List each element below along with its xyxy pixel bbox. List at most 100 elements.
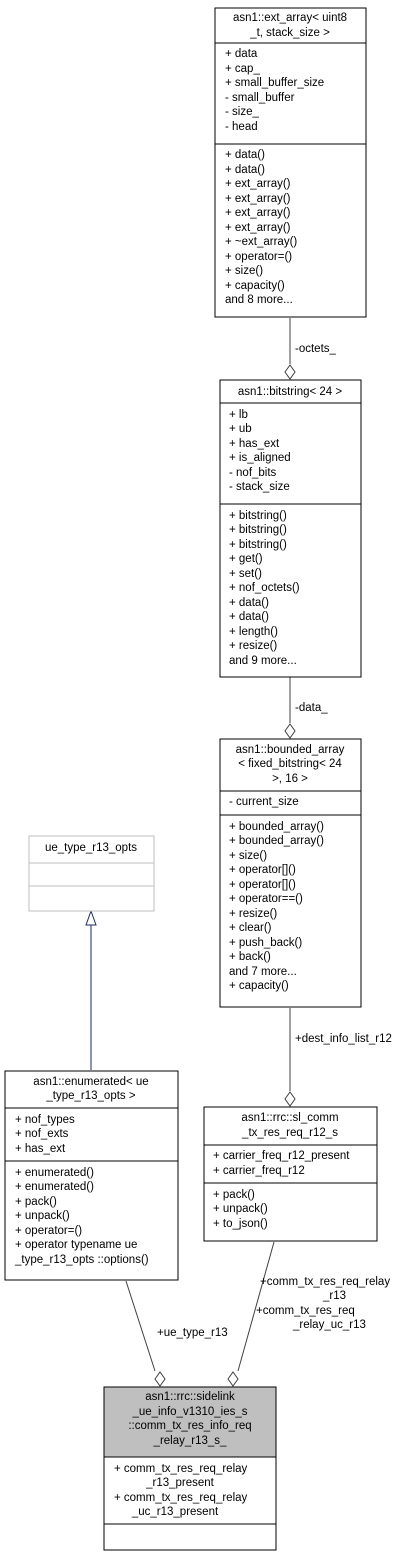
- attribute: _r13_present: [145, 1477, 215, 1489]
- attribute: + cap_: [225, 63, 260, 75]
- composition-diamond: [284, 1091, 296, 1107]
- method: + unpack(): [15, 1210, 70, 1222]
- method: + data(): [225, 149, 265, 161]
- method: + operator[](): [229, 864, 296, 876]
- method: + bitstring(): [229, 510, 287, 522]
- attribute: - small_buffer: [225, 92, 295, 104]
- edge-octets: [284, 318, 296, 380]
- method: + bounded_array(): [229, 821, 324, 833]
- attribute: - nof_bits: [229, 467, 277, 479]
- class-ue-type-r13-opts[interactable]: ue_type_r13_opts: [28, 835, 155, 912]
- method: + size(): [225, 265, 263, 277]
- method: + unpack(): [213, 1203, 268, 1215]
- method: + length(): [229, 626, 278, 638]
- class-title: asn1::bounded_array: [236, 744, 345, 756]
- attribute: + comm_tx_res_req_relay: [114, 1463, 248, 1475]
- class-enumerated[interactable]: asn1::enumerated< ue _type_r13_opts > + …: [4, 1070, 179, 1281]
- method: + operator=(): [225, 251, 292, 263]
- class-bounded-array[interactable]: asn1::bounded_array < fixed_bitstring< 2…: [219, 738, 362, 1008]
- attribute: + nof_exts: [15, 1128, 69, 1140]
- method: + set(): [229, 568, 262, 580]
- class-title: >, 16 >: [272, 773, 308, 785]
- class-title: ::comm_tx_res_info_req: [128, 1420, 251, 1432]
- composition-diamond: [284, 364, 296, 380]
- class-title: asn1::rrc::sidelink: [145, 1391, 235, 1403]
- edge-label-ue-type: +ue_type_r13: [157, 1327, 228, 1339]
- method: and 8 more...: [225, 294, 293, 306]
- method: + operator=(): [15, 1225, 82, 1237]
- method: + ~ext_array(): [225, 236, 297, 248]
- attribute: + carrier_freq_r12: [213, 1165, 305, 1177]
- class-title: < fixed_bitstring< 24: [238, 758, 342, 770]
- method: + resize(): [229, 908, 277, 920]
- class-ext-array[interactable]: asn1::ext_array< uint8 _t, stack_size > …: [214, 7, 367, 318]
- attribute: - current_size: [229, 796, 299, 808]
- attribute: + ub: [229, 423, 252, 435]
- attribute: + lb: [229, 409, 248, 421]
- edge-inheritance: [85, 909, 97, 1070]
- class-title: _relay_r13_s_: [153, 1435, 227, 1447]
- method: + enumerated(): [15, 1181, 94, 1193]
- method: and 7 more...: [229, 966, 297, 978]
- attribute: - head: [225, 121, 258, 133]
- class-title: asn1::enumerated< ue: [33, 1076, 148, 1088]
- method: + pack(): [15, 1196, 57, 1208]
- method: + push_back(): [229, 937, 302, 949]
- class-bitstring[interactable]: asn1::bitstring< 24 > + lb + ub + has_ex…: [219, 379, 362, 678]
- method: + operator==(): [229, 893, 303, 905]
- method: + ext_array(): [225, 222, 291, 234]
- attribute: - size_: [225, 106, 259, 118]
- attribute: _uc_r13_present: [131, 1506, 219, 1518]
- edge-label-comm-relay-4: _relay_uc_r13: [292, 1319, 366, 1331]
- method: + ext_array(): [225, 178, 291, 190]
- method: and 9 more...: [229, 655, 297, 667]
- method: + pack(): [213, 1189, 255, 1201]
- class-title: ue_type_r13_opts: [45, 842, 137, 854]
- composition-diamond: [154, 1371, 166, 1387]
- method: + bounded_array(): [229, 835, 324, 847]
- method: + ext_array(): [225, 207, 291, 219]
- edge-dest-info: [284, 1008, 296, 1107]
- class-title: _ue_info_v1310_ies_s: [131, 1406, 247, 1418]
- method: + get(): [229, 553, 263, 565]
- attribute: + small_buffer_size: [225, 77, 324, 89]
- edge-label-comm-relay-3: +comm_tx_res_req: [256, 1305, 355, 1317]
- class-comm-tx-res-info-req-relay[interactable]: asn1::rrc::sidelink _ue_info_v1310_ies_s…: [103, 1386, 277, 1551]
- class-title: _t, stack_size >: [249, 27, 330, 39]
- method: + bitstring(): [229, 539, 287, 551]
- composition-diamond: [284, 723, 296, 739]
- attribute: - stack_size: [229, 481, 290, 493]
- edge-data: [284, 677, 296, 739]
- method: + operator[](): [229, 879, 296, 891]
- method: + data(): [229, 597, 269, 609]
- class-title: asn1::bitstring< 24 >: [238, 386, 342, 398]
- method: + back(): [229, 951, 271, 963]
- edge-label-dest-info: +dest_info_list_r12: [295, 1033, 392, 1045]
- method: + resize(): [229, 640, 277, 652]
- method: + clear(): [229, 922, 272, 934]
- method: + ext_array(): [225, 193, 291, 205]
- method: + capacity(): [225, 280, 285, 292]
- attribute: + has_ext: [15, 1143, 66, 1155]
- edge-label-octets: -octets_: [295, 343, 337, 355]
- method: + size(): [229, 850, 267, 862]
- method: + operator typename ue: [15, 1239, 137, 1251]
- method: + bitstring(): [229, 524, 287, 536]
- method: + enumerated(): [15, 1167, 94, 1179]
- attribute: + nof_types: [15, 1114, 75, 1126]
- method: + capacity(): [229, 980, 289, 992]
- class-sl-comm-tx-res-req[interactable]: asn1::rrc::sl_comm _tx_res_req_r12_s + c…: [203, 1106, 378, 1242]
- attribute: + data: [225, 48, 258, 60]
- attribute: + carrier_freq_r12_present: [213, 1150, 350, 1162]
- edge-label-comm-relay-1: +comm_tx_res_req_relay: [260, 1276, 390, 1288]
- method: _type_r13_opts ::options(): [14, 1254, 149, 1266]
- edge-ue-type: [125, 1280, 166, 1387]
- class-title: _tx_res_req_r12_s: [241, 1127, 338, 1139]
- attribute: + comm_tx_res_req_relay: [114, 1492, 248, 1504]
- class-title: asn1::ext_array< uint8: [233, 12, 347, 24]
- method: + to_json(): [213, 1218, 268, 1230]
- edge-label-data: -data_: [295, 702, 328, 714]
- method: + nof_octets(): [229, 582, 300, 594]
- attribute: + has_ext: [229, 438, 280, 450]
